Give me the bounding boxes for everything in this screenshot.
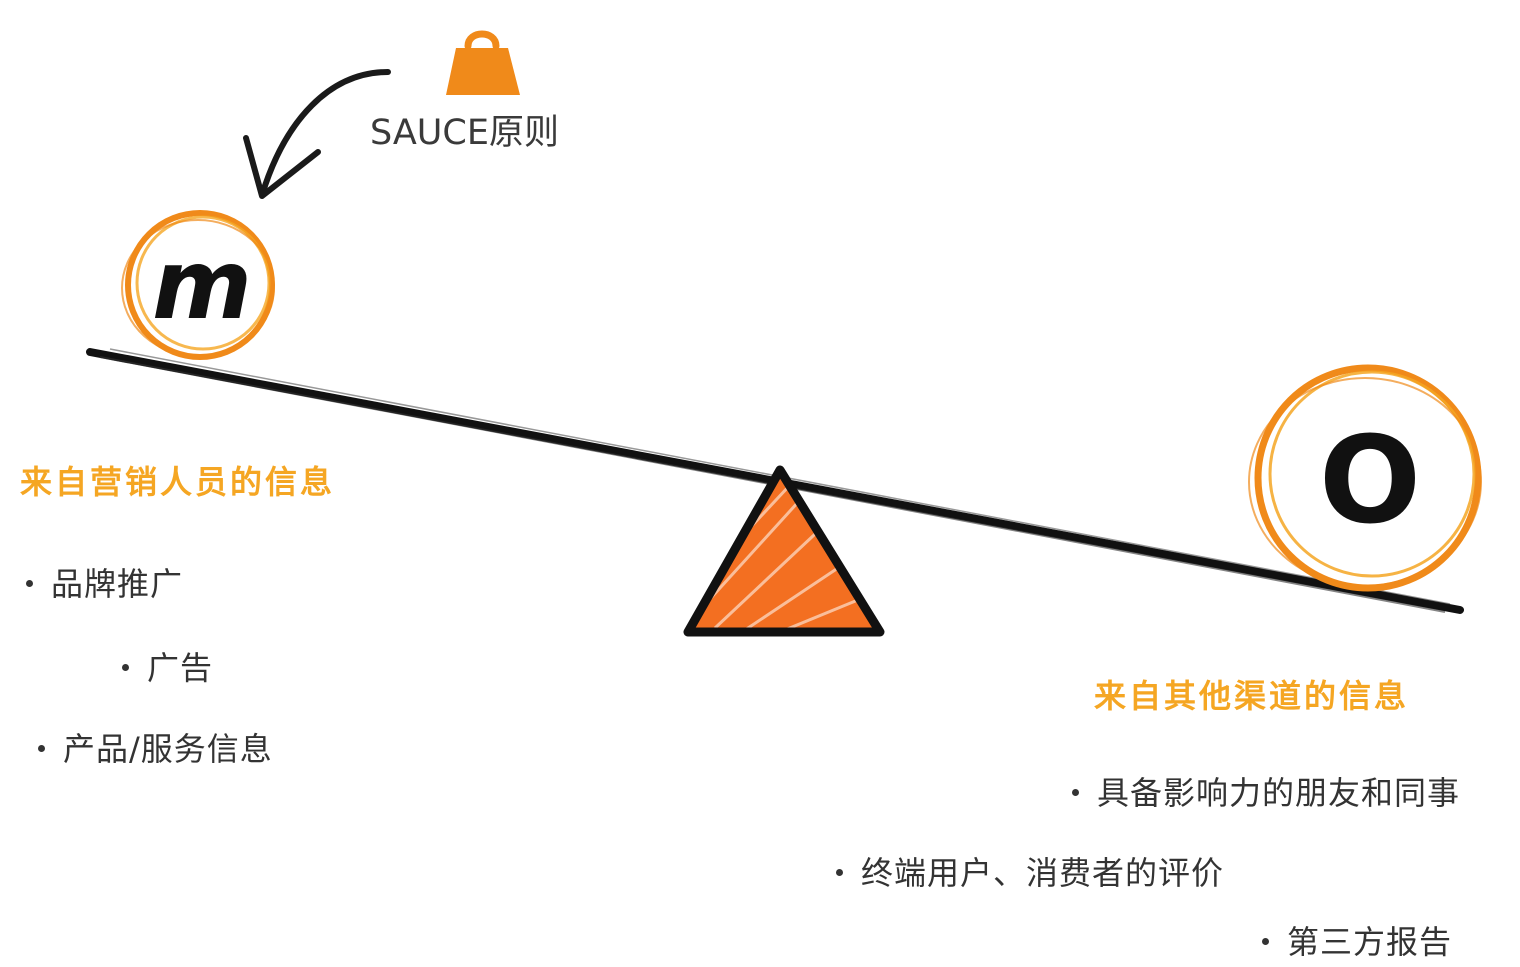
left-item-label: 广告	[147, 649, 214, 687]
right-heading: 来自其他渠道的信息	[1094, 677, 1410, 715]
left-item: 广告	[122, 652, 213, 684]
right-ball-letter: O	[1319, 412, 1421, 551]
left-item: 品牌推广	[26, 568, 183, 600]
bullet-icon	[1262, 937, 1269, 945]
bullet-icon	[122, 663, 129, 671]
principle-label: SAUCE原则	[370, 113, 559, 153]
bullet-icon	[836, 868, 843, 876]
left-item: 产品/服务信息	[38, 733, 273, 765]
bullet-icon	[38, 744, 45, 752]
bullet-icon	[26, 579, 33, 587]
left-ball-icon	[121, 210, 275, 360]
left-item-label: 品牌推广	[51, 565, 184, 603]
right-item: 具备影响力的朋友和同事	[1072, 777, 1460, 809]
right-item: 终端用户、消费者的评价	[836, 857, 1224, 889]
right-item-label: 终端用户、消费者的评价	[861, 854, 1225, 892]
left-heading: 来自营销人员的信息	[20, 463, 336, 501]
weight-bag-icon	[446, 30, 520, 95]
right-item-label: 具备影响力的朋友和同事	[1097, 774, 1461, 812]
fulcrum-triangle	[683, 465, 885, 637]
left-ball-letter: m	[152, 229, 252, 341]
curved-arrow-icon	[243, 69, 391, 199]
bullet-icon	[1072, 788, 1079, 796]
right-item-label: 第三方报告	[1287, 923, 1453, 961]
right-item: 第三方报告	[1262, 926, 1452, 958]
left-item-label: 产品/服务信息	[63, 730, 273, 768]
right-ball-icon	[1248, 364, 1482, 592]
